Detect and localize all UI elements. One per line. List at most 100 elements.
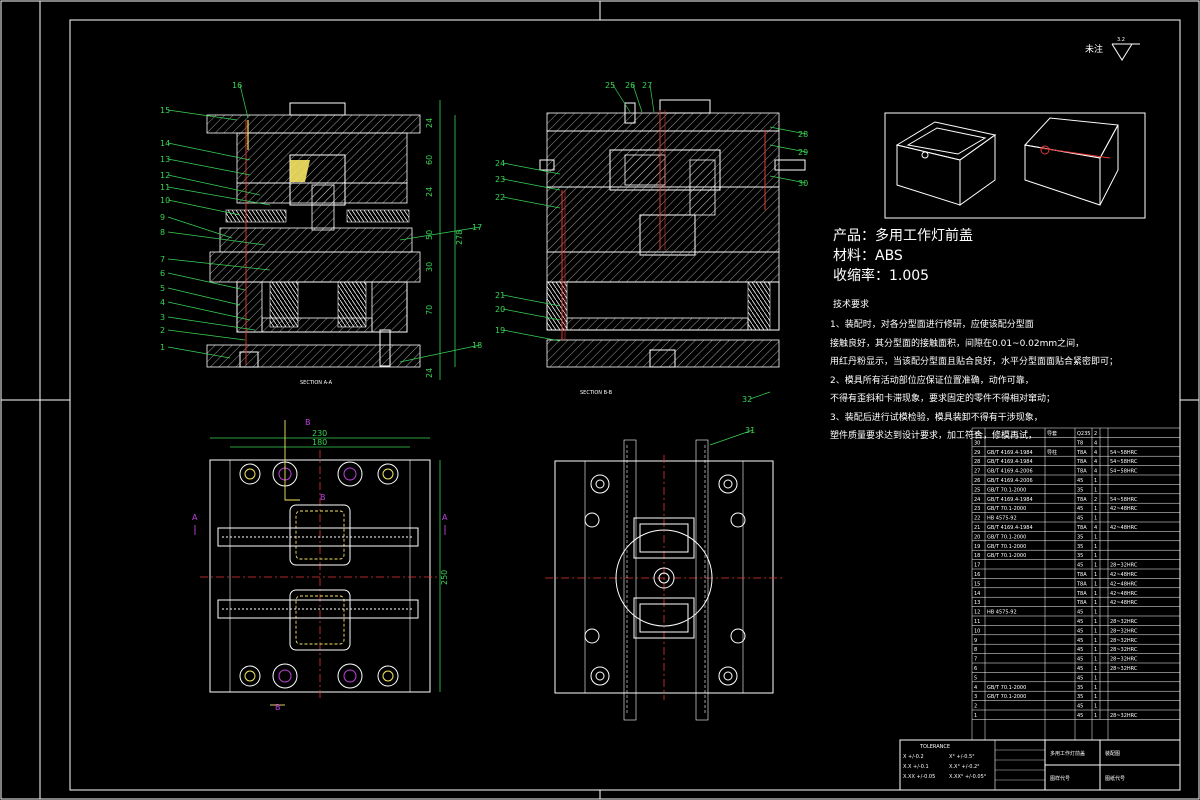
svg-text:45: 45: [1077, 619, 1083, 625]
svg-text:1: 1: [974, 713, 977, 719]
svg-text:1: 1: [1094, 591, 1097, 597]
svg-text:45: 45: [1077, 628, 1083, 634]
balloon-left-14: 14: [160, 139, 251, 161]
svg-text:28~32HRC: 28~32HRC: [1110, 666, 1138, 672]
svg-text:17: 17: [974, 563, 980, 569]
svg-text:35: 35: [1077, 553, 1083, 559]
svg-text:1: 1: [1094, 544, 1097, 550]
svg-text:4: 4: [1094, 440, 1097, 446]
tech-item: 1、装配时，对各分型面进行修研，应使该配分型面: [830, 318, 1034, 330]
svg-text:24: 24: [974, 497, 980, 503]
svg-text:Q235: Q235: [1077, 431, 1090, 437]
svg-text:1: 1: [1094, 638, 1097, 644]
svg-text:2: 2: [974, 704, 977, 710]
balloon-left-9: 9: [160, 213, 233, 239]
svg-text:2: 2: [160, 326, 165, 335]
section-a-caption: SECTION A-A: [300, 380, 333, 386]
balloon-left-17: 17: [399, 223, 482, 241]
balloon-mid-right-29: 29: [769, 144, 808, 157]
svg-text:1: 1: [1094, 478, 1097, 484]
svg-text:27: 27: [642, 81, 652, 90]
svg-text:28~32HRC: 28~32HRC: [1110, 638, 1138, 644]
svg-text:11: 11: [160, 183, 170, 192]
svg-text:GB/T 70.1-2000: GB/T 70.1-2000: [987, 544, 1026, 550]
svg-text:GB/T 70.1-2000: GB/T 70.1-2000: [987, 694, 1026, 700]
svg-text:4: 4: [1094, 459, 1097, 465]
svg-text:28~32HRC: 28~32HRC: [1110, 563, 1138, 569]
tolerance-row: X.XX° +/-0.05°: [949, 774, 987, 780]
svg-text:25: 25: [974, 487, 980, 493]
balloon-left-4: 4: [160, 298, 251, 321]
svg-text:30: 30: [798, 179, 808, 188]
section-b-view: SECTION B-B: [539, 99, 806, 396]
svg-text:5: 5: [974, 675, 977, 681]
balloon-left-8: 8: [160, 228, 266, 246]
tolerance-header: TOLERANCE: [919, 744, 950, 750]
svg-text:14: 14: [974, 591, 980, 597]
svg-text:3: 3: [160, 313, 165, 322]
svg-text:42~48HRC: 42~48HRC: [1110, 581, 1138, 587]
title-block: 多用工作灯前盖 装配图 图纸代号 图样代号 TOLERANCE X +/-0.2…: [899, 739, 1181, 791]
svg-text:GB/T 4169.4-1984: GB/T 4169.4-1984: [987, 459, 1033, 465]
balloon-left-6: 6: [160, 269, 246, 291]
balloon-plan-31: 31: [709, 426, 755, 446]
balloon-mid-left-24: 24: [495, 159, 561, 175]
svg-text:T8A: T8A: [1076, 459, 1087, 465]
svg-text:1: 1: [1094, 657, 1097, 663]
svg-text:28: 28: [798, 130, 808, 139]
svg-text:12: 12: [974, 610, 980, 616]
svg-text:6: 6: [160, 269, 165, 278]
svg-text:45: 45: [1077, 675, 1083, 681]
svg-text:1: 1: [1094, 534, 1097, 540]
svg-text:45: 45: [1077, 638, 1083, 644]
svg-text:28~32HRC: 28~32HRC: [1110, 628, 1138, 634]
svg-text:GB/T 4169.4-1984: GB/T 4169.4-1984: [987, 497, 1033, 503]
svg-text:28~32HRC: 28~32HRC: [1110, 657, 1138, 663]
svg-text:T8A: T8A: [1076, 450, 1087, 456]
svg-text:10: 10: [160, 196, 170, 205]
svg-text:T8A: T8A: [1076, 497, 1087, 503]
svg-text:1: 1: [1094, 704, 1097, 710]
svg-text:GB/T 70.1-2000: GB/T 70.1-2000: [987, 534, 1026, 540]
svg-text:导柱: 导柱: [1047, 449, 1057, 456]
svg-text:35: 35: [1077, 534, 1083, 540]
svg-text:GB/T 4169.4-1984: GB/T 4169.4-1984: [987, 450, 1033, 456]
balloon-mid-left-19: 19: [495, 326, 561, 342]
svg-text:26: 26: [625, 81, 635, 90]
svg-text:42~48HRC: 42~48HRC: [1110, 525, 1138, 531]
dim-plan-width-outer: 230: [312, 429, 327, 438]
svg-text:42~48HRC: 42~48HRC: [1110, 506, 1138, 512]
balloon-mid-left-21: 21: [495, 291, 561, 307]
svg-text:35: 35: [1077, 487, 1083, 493]
svg-text:22: 22: [974, 516, 980, 522]
svg-text:T8A: T8A: [1076, 469, 1087, 475]
svg-text:35: 35: [1077, 694, 1083, 700]
svg-text:22: 22: [495, 193, 505, 202]
svg-text:T8A: T8A: [1076, 525, 1087, 531]
svg-text:1: 1: [1094, 516, 1097, 522]
svg-text:15: 15: [160, 106, 170, 115]
tolerance-row: X° +/-0.5°: [949, 754, 975, 760]
svg-text:29: 29: [798, 148, 808, 157]
svg-text:28~32HRC: 28~32HRC: [1110, 619, 1138, 625]
balloon-left-15: 15: [160, 106, 238, 121]
svg-text:14: 14: [160, 139, 170, 148]
tech-item: 2、模具所有活动部位应保证位置准确，动作可靠，: [830, 374, 1034, 386]
svg-text:45: 45: [1077, 478, 1083, 484]
svg-text:1: 1: [1094, 628, 1097, 634]
shrink-line: 收缩率：1.005: [833, 267, 929, 284]
svg-text:45: 45: [1077, 516, 1083, 522]
